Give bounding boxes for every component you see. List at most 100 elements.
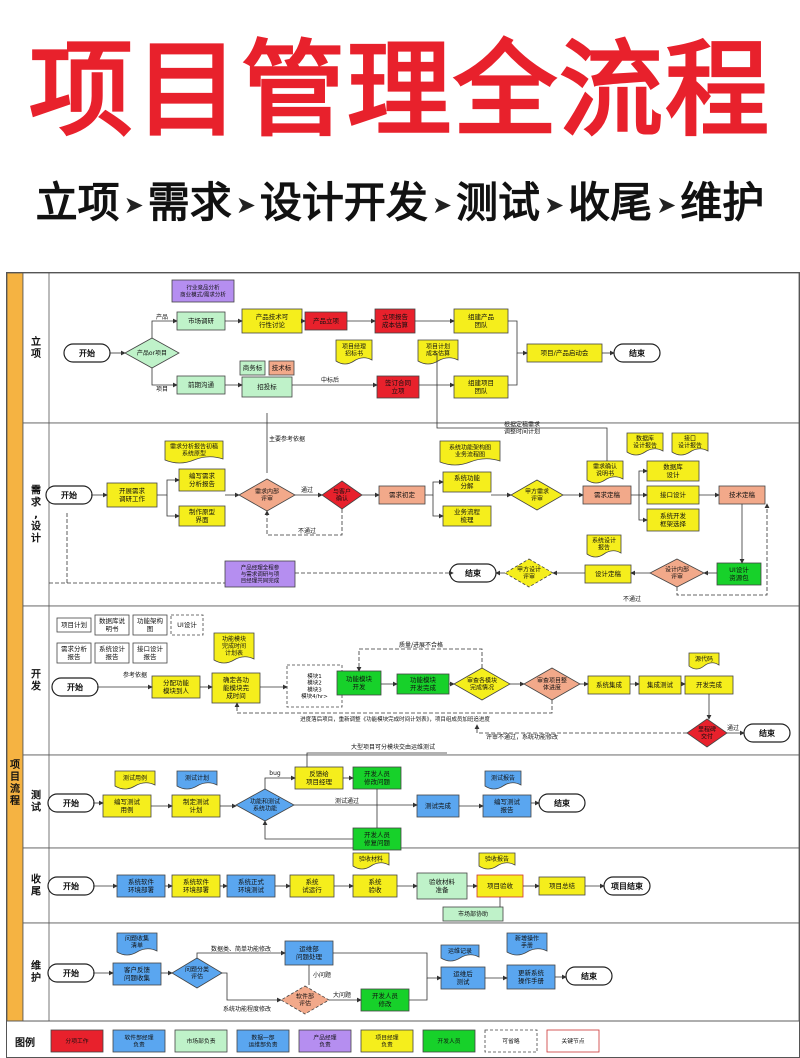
side-label: 项目流程	[10, 759, 20, 807]
process-box	[94, 614, 130, 636]
legend-swatch	[360, 1029, 414, 1053]
process-box	[94, 642, 130, 664]
document-label: 需求确认说明书	[593, 462, 617, 477]
legend-item-label: 可省略	[502, 1037, 520, 1045]
phase-design-dev: 设计开发	[259, 179, 428, 226]
document-label: 需求分析报告初稿系统原型	[170, 442, 218, 457]
terminal-label: 开始	[79, 348, 95, 358]
process-label: 系统试运行	[302, 877, 322, 894]
process-box	[170, 614, 204, 636]
terminal-label: 结束	[581, 971, 598, 981]
document-shape	[213, 632, 255, 664]
edge-label: 进度落后项目，重新调整《功能模块完成时间计划表》，项目组成员加班追进度	[300, 715, 490, 723]
phase-requirements: 需求	[147, 179, 232, 226]
edge-label: 根据定稿需求调整时间计划	[504, 420, 540, 435]
process-label: 开发人员修改	[372, 991, 399, 1008]
phase-initiation: 立项	[35, 179, 120, 226]
document-label: 项目计划成本估算	[426, 342, 450, 357]
document-label: 问题收集清单	[125, 934, 149, 949]
process-label: 产品立项	[313, 316, 340, 325]
process-label: 运维部问题处理	[296, 944, 323, 961]
legend-item-label: 软件部经理负责	[125, 1033, 154, 1048]
edge-label: 大型项目可分模块交由运维测试	[351, 743, 435, 751]
document-shape	[440, 944, 480, 962]
swimlane-label: 维护	[31, 959, 41, 984]
process-label: 商务标	[243, 363, 263, 372]
process-label: 技术标	[272, 363, 292, 372]
document-shape	[688, 652, 720, 670]
edge-label: 产品	[156, 313, 168, 321]
process-label: 数据库说明书	[99, 616, 126, 633]
legend-item-label: 数据一部运维部负责	[249, 1033, 278, 1048]
document-shape	[335, 339, 373, 365]
decision-diamond	[280, 985, 330, 1015]
decision-diamond	[453, 667, 511, 701]
connector-line	[196, 950, 286, 958]
document-label: 运维记录	[448, 947, 472, 955]
process-label: 接口设计报告	[137, 644, 164, 661]
decision-label: 产品or项目	[137, 349, 167, 357]
process-label: 开发人员修改问题	[364, 769, 391, 786]
edge-label: 质量/进展不合格	[399, 641, 443, 649]
process-box	[224, 560, 296, 588]
process-label: 分配功能模块到人	[163, 678, 190, 695]
document-shape	[671, 432, 709, 456]
process-label: 系统集成	[596, 680, 623, 689]
terminal-label: 开始	[61, 490, 77, 500]
document-shape	[352, 852, 390, 870]
edge-label: 系统功能程度修改	[223, 1005, 271, 1013]
connector-line	[508, 353, 518, 386]
process-label: 功能架构图	[137, 616, 164, 633]
connector-line	[356, 648, 483, 672]
phase-testing: 测试	[456, 179, 541, 226]
phase-subtitle: 立项➤需求➤设计开发➤测试➤收尾➤维护	[0, 176, 800, 233]
process-label: 系统软件环境部署	[183, 877, 210, 894]
process-label: 功能模块开发完成	[410, 675, 437, 692]
process-box	[268, 360, 295, 376]
document-label: 测试报告	[491, 774, 515, 782]
decision-label: 里程碑交付	[698, 725, 716, 740]
process-label: 制作原型界面	[189, 507, 216, 524]
swimlane-header	[22, 422, 50, 607]
document-shape	[439, 440, 501, 466]
process-label: 行业竞品分析商业模式/需求分析	[180, 283, 226, 298]
decision-label: 软件部评估	[296, 992, 314, 1007]
process-label: 编写测试报告	[494, 797, 521, 814]
connector-line	[157, 477, 180, 496]
process-label: 业务流程梳理	[454, 507, 481, 524]
document-label: 接口设计报告	[678, 434, 702, 449]
document-label: 测试计划	[185, 774, 209, 782]
decision-label: 审查各模块完成情况	[467, 676, 497, 691]
process-label: 项目总结	[549, 881, 576, 890]
edge-label: 主要参考依据	[269, 435, 305, 443]
connector-line	[631, 468, 648, 496]
process-box	[56, 642, 92, 664]
process-label: 设计定稿	[595, 569, 622, 578]
process-label: 客户反馈问题收集	[124, 965, 151, 982]
terminal-label: 结束	[554, 798, 571, 808]
edge-label: 小问题	[313, 971, 331, 979]
edge-label: 参考依据	[123, 671, 147, 679]
process-label: 项目计划	[61, 620, 87, 629]
side-band	[7, 273, 24, 1022]
decision-label: 功能和测试系统功能	[250, 797, 280, 812]
swimlane-label: 开发	[30, 669, 42, 693]
legend-item-label: 关键节点	[561, 1037, 584, 1045]
connector-line	[474, 724, 687, 734]
connector-line	[306, 752, 447, 767]
legend-swatch	[546, 1029, 600, 1053]
connector-line	[262, 820, 353, 840]
document-shape	[417, 339, 459, 365]
terminal-label: 结束	[629, 348, 646, 358]
process-label: 开发完成	[696, 680, 723, 689]
process-label: 招投标	[257, 382, 277, 391]
document-shape	[626, 432, 664, 456]
process-label: 反馈给项目经理	[306, 769, 333, 786]
legend-swatch	[298, 1029, 352, 1053]
legend-item-label: 分项工作	[65, 1037, 88, 1045]
process-label: 签订合同立项	[385, 378, 411, 395]
process-label: 开展需求调研工作	[119, 486, 146, 503]
legend-title: 图例	[15, 1036, 35, 1049]
decision-diamond	[504, 558, 554, 588]
